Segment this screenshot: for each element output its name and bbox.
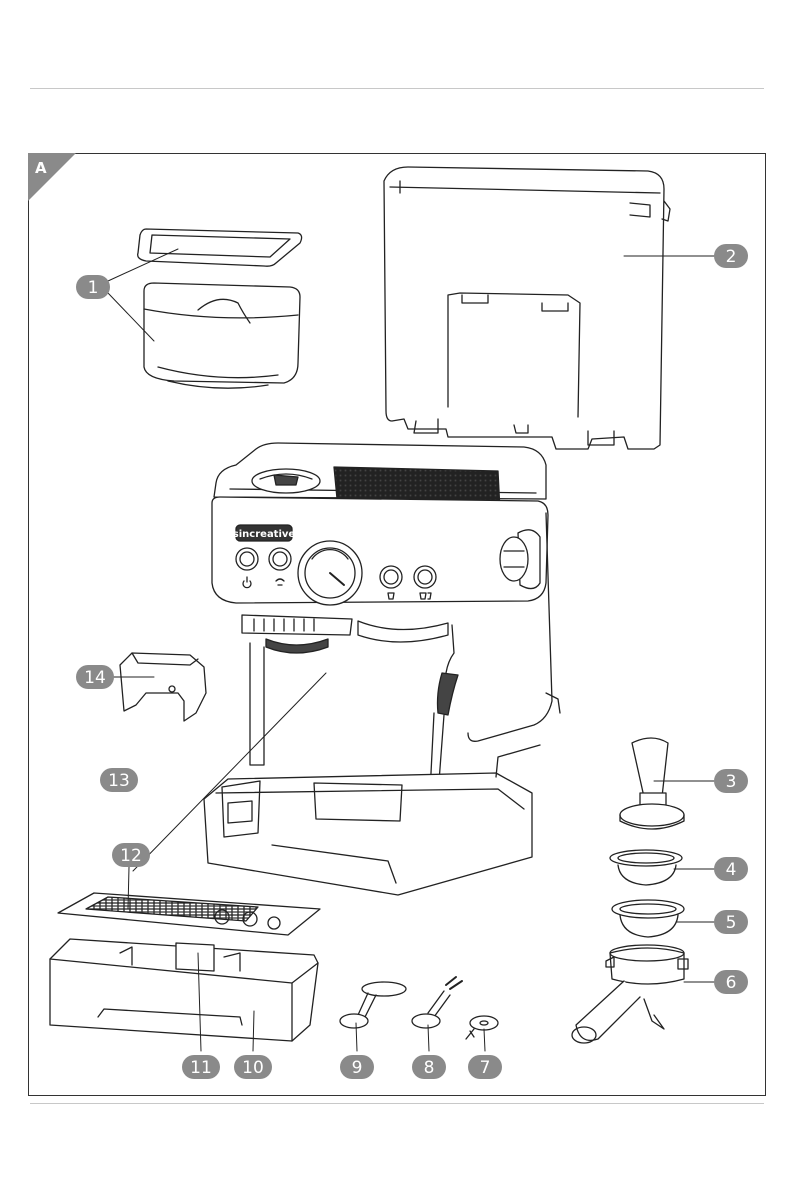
svg-text:12: 12 [120, 846, 142, 866]
espresso-machine: sincreative [204, 443, 560, 895]
callout-4: 4 [714, 857, 748, 881]
callout-10: 10 [234, 1055, 272, 1079]
bean-hopper [138, 229, 302, 388]
dosing-funnel [120, 653, 206, 721]
svg-text:13: 13 [108, 771, 130, 791]
svg-text:2: 2 [726, 247, 737, 267]
svg-text:6: 6 [726, 973, 737, 993]
exploded-diagram: A sincreative [28, 153, 766, 1096]
callout-1: 1 [76, 275, 110, 299]
drip-grid [58, 893, 320, 935]
svg-text:11: 11 [190, 1058, 212, 1078]
cleaning-needle [466, 1016, 498, 1039]
callout-5: 5 [714, 910, 748, 934]
cleaning-brush [412, 977, 462, 1028]
svg-text:1: 1 [88, 278, 99, 298]
single-filter-basket [610, 850, 682, 885]
water-tank [384, 167, 670, 449]
svg-text:4: 4 [726, 860, 737, 880]
svg-text:7: 7 [480, 1058, 491, 1078]
figure-label: A [35, 159, 47, 177]
callout-7: 7 [468, 1055, 502, 1079]
bottom-rule [30, 1103, 764, 1104]
callout-9: 9 [340, 1055, 374, 1079]
svg-text:8: 8 [424, 1058, 435, 1078]
callout-3: 3 [714, 769, 748, 793]
svg-text:14: 14 [84, 668, 106, 688]
brand-logo: sincreative [233, 529, 296, 540]
figure-label-tab: A [28, 153, 76, 201]
svg-text:10: 10 [242, 1058, 264, 1078]
measuring-spoon [340, 982, 406, 1028]
svg-text:5: 5 [726, 913, 737, 933]
callout-13: 13 [100, 768, 138, 792]
callout-8: 8 [412, 1055, 446, 1079]
callout-12: 12 [112, 843, 150, 867]
svg-text:9: 9 [352, 1058, 363, 1078]
portafilter [572, 945, 688, 1043]
callout-2: 2 [714, 244, 748, 268]
drip-tray [50, 939, 318, 1041]
double-filter-basket [612, 900, 684, 937]
callout-6: 6 [714, 970, 748, 994]
svg-text:3: 3 [726, 772, 737, 792]
tamper [620, 738, 684, 829]
callout-14: 14 [76, 665, 114, 689]
top-rule [30, 88, 764, 89]
callout-11: 11 [182, 1055, 220, 1079]
